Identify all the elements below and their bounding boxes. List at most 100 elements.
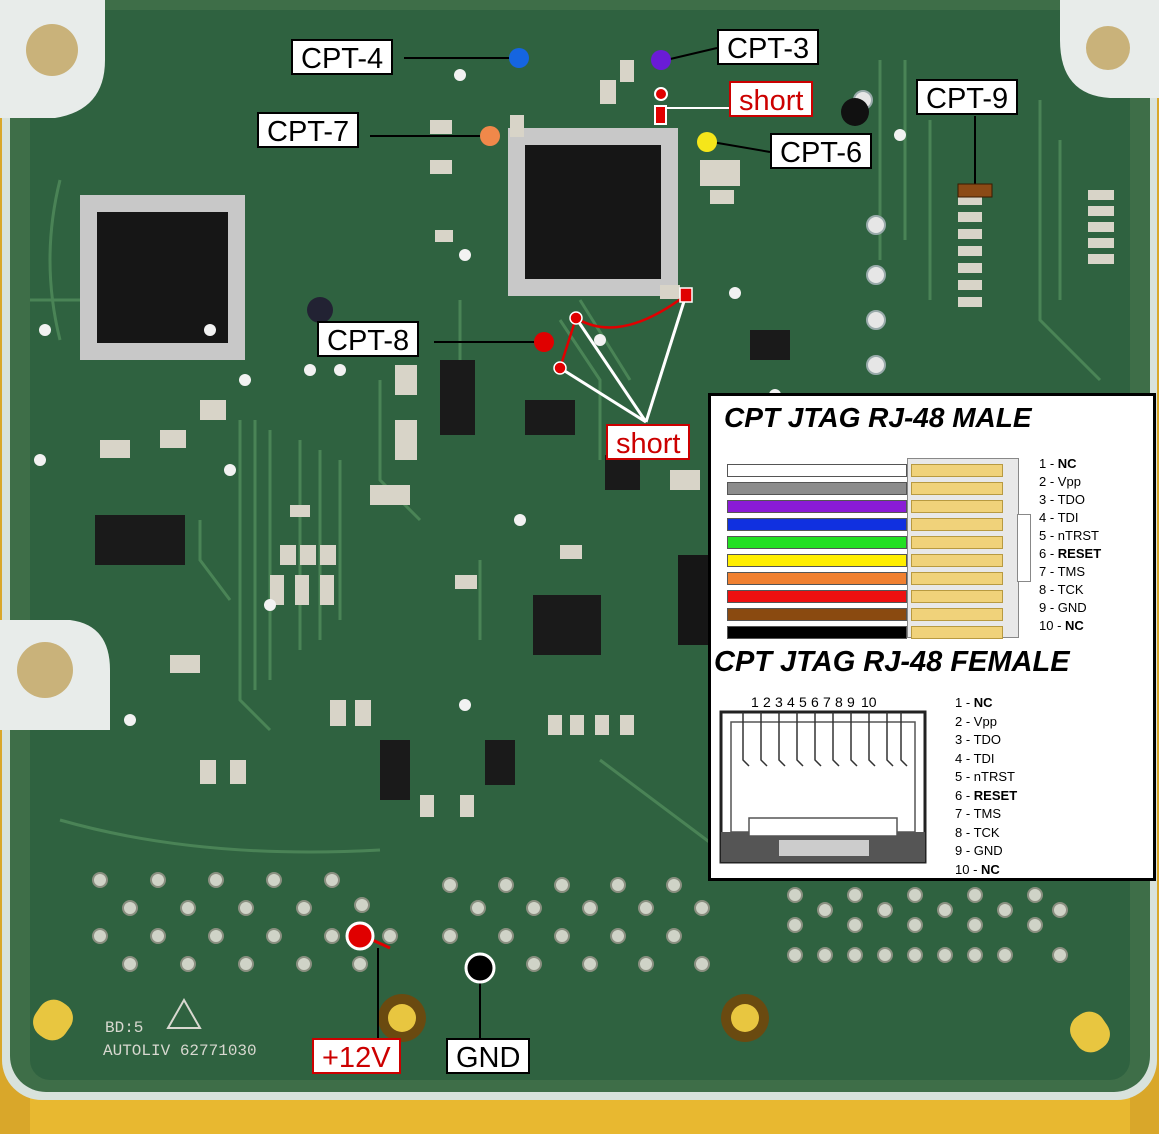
gnd-label: GND [446, 1038, 531, 1074]
pin-name: Vpp [973, 713, 997, 729]
warning-triangle-icon [166, 997, 202, 1029]
male-pin-slot [911, 554, 1003, 567]
pin-number: 7 [955, 806, 963, 821]
male-pin-row: 1 - NC [1039, 456, 1077, 471]
male-pin-slot [911, 500, 1003, 513]
cpt9-label: CPT-9 [916, 79, 1019, 115]
pin-number: 2 [1039, 474, 1047, 489]
pin-name: TDO [973, 732, 1002, 747]
female-pin-row: 4 - TDI [955, 750, 995, 766]
male-title: CPT JTAG RJ-48 MALE [724, 402, 1032, 433]
plus12v-label: +12V [312, 1038, 401, 1074]
female-pin-number: 3 [775, 694, 783, 710]
pin-number: 3 [1039, 492, 1047, 507]
pin-number: 8 [1039, 582, 1047, 597]
pin-name: RESET [973, 787, 1018, 803]
male-pin-row: 7 - TMS [1039, 564, 1086, 579]
male-wire-9 [727, 608, 907, 621]
silkscreen-line2: AUTOLIV 62771030 [103, 1042, 257, 1060]
female-pin-number: 10 [861, 694, 877, 710]
female-pin-number: 1 [751, 694, 759, 710]
pin-name: nTRST [973, 769, 1015, 784]
gnd-point-marker [464, 952, 496, 984]
cpt6-label: CPT-6 [770, 133, 873, 169]
pin-number: 8 [955, 824, 963, 840]
pin-number: 4 [1039, 510, 1047, 525]
cpt7-label: CPT-7 [257, 112, 360, 148]
male-pin-row: 6 - RESET [1039, 546, 1102, 561]
male-pin-row: 9 - GND [1039, 600, 1087, 615]
pin-number: 3 [955, 732, 963, 747]
female-pin-row: 5 - nTRST [955, 769, 1015, 784]
male-pin-slot [911, 518, 1003, 531]
cpt3-label: CPT-3 [717, 29, 820, 65]
male-wire-6 [727, 554, 907, 567]
pin-number: 6 [1039, 546, 1047, 561]
male-connector-tab [1017, 514, 1031, 582]
male-pin-row: 3 - TDO [1039, 492, 1086, 507]
cpt9-point-marker [957, 183, 993, 198]
male-pin-slot [911, 572, 1003, 585]
female-pin-row: 7 - TMS [955, 806, 1002, 821]
female-pin-row: 9 - GND [955, 843, 1003, 858]
pin-name: NC [1057, 456, 1077, 471]
pin-name: NC [981, 861, 1000, 877]
female-pin-row: 10 - NC [955, 861, 1000, 877]
male-wire-2 [727, 482, 907, 495]
pin-number: 6 [955, 787, 963, 803]
male-pin-slot [911, 626, 1003, 639]
cpt7-point-marker [480, 126, 500, 146]
cpt6-point-marker [697, 132, 717, 152]
pin-name: GND [1057, 600, 1087, 615]
female-pin-row: 2 - Vpp [955, 713, 997, 729]
pin-number: 1 [1039, 456, 1047, 471]
pin-name: GND [973, 843, 1003, 858]
silkscreen-line1: BD:5 [105, 1019, 143, 1037]
short-label-mid: short [606, 424, 691, 460]
pin-name: TCK [973, 824, 1000, 840]
pin-number: 9 [955, 843, 963, 858]
male-pin-slot [911, 590, 1003, 603]
male-wire-3 [727, 500, 907, 513]
female-pin-row: 8 - TCK [955, 824, 1000, 840]
short-label-top: short [729, 81, 814, 117]
pin-number: 2 [955, 713, 963, 729]
pin-name: TCK [1057, 582, 1084, 597]
cpt8-point-marker [534, 332, 554, 352]
pin-name: Vpp [1057, 474, 1081, 489]
pin-number: 5 [1039, 528, 1047, 543]
plus12v-point-marker [345, 921, 375, 951]
pin-name: RESET [1057, 546, 1102, 561]
pin-number: 1 [955, 695, 963, 710]
pin-name: TDO [1057, 492, 1086, 507]
female-pin-row: 6 - RESET [955, 787, 1018, 803]
male-pin-row: 4 - TDI [1039, 510, 1079, 525]
female-connector-diagram [719, 710, 927, 864]
female-pin-number: 9 [847, 694, 855, 710]
male-wire-1 [727, 464, 907, 477]
male-pin-row: 10 - NC [1039, 618, 1084, 633]
pin-name: TDI [1057, 510, 1079, 525]
male-wire-7 [727, 572, 907, 585]
pin-number: 10 [955, 861, 970, 877]
pin-number: 7 [1039, 564, 1047, 579]
female-pin-number: 7 [823, 694, 831, 710]
female-pin-number: 8 [835, 694, 843, 710]
male-wire-4 [727, 518, 907, 531]
female-pin-number: 5 [799, 694, 807, 710]
male-pin-slot [911, 608, 1003, 621]
pin-name: NC [973, 695, 993, 710]
pin-number: 10 [1039, 618, 1054, 633]
pin-number: 9 [1039, 600, 1047, 615]
cpt4-label: CPT-4 [291, 39, 394, 75]
cpt3-point-marker [651, 50, 671, 70]
pin-name: TMS [973, 806, 1002, 821]
pin-name: TMS [1057, 564, 1086, 579]
female-title: CPT JTAG RJ-48 FEMALE [714, 646, 1070, 678]
male-wire-8 [727, 590, 907, 603]
pin-number: 5 [955, 769, 963, 784]
female-pin-row: 1 - NC [955, 695, 993, 710]
male-pin-row: 8 - TCK [1039, 582, 1084, 597]
pin-number: 4 [955, 750, 963, 766]
